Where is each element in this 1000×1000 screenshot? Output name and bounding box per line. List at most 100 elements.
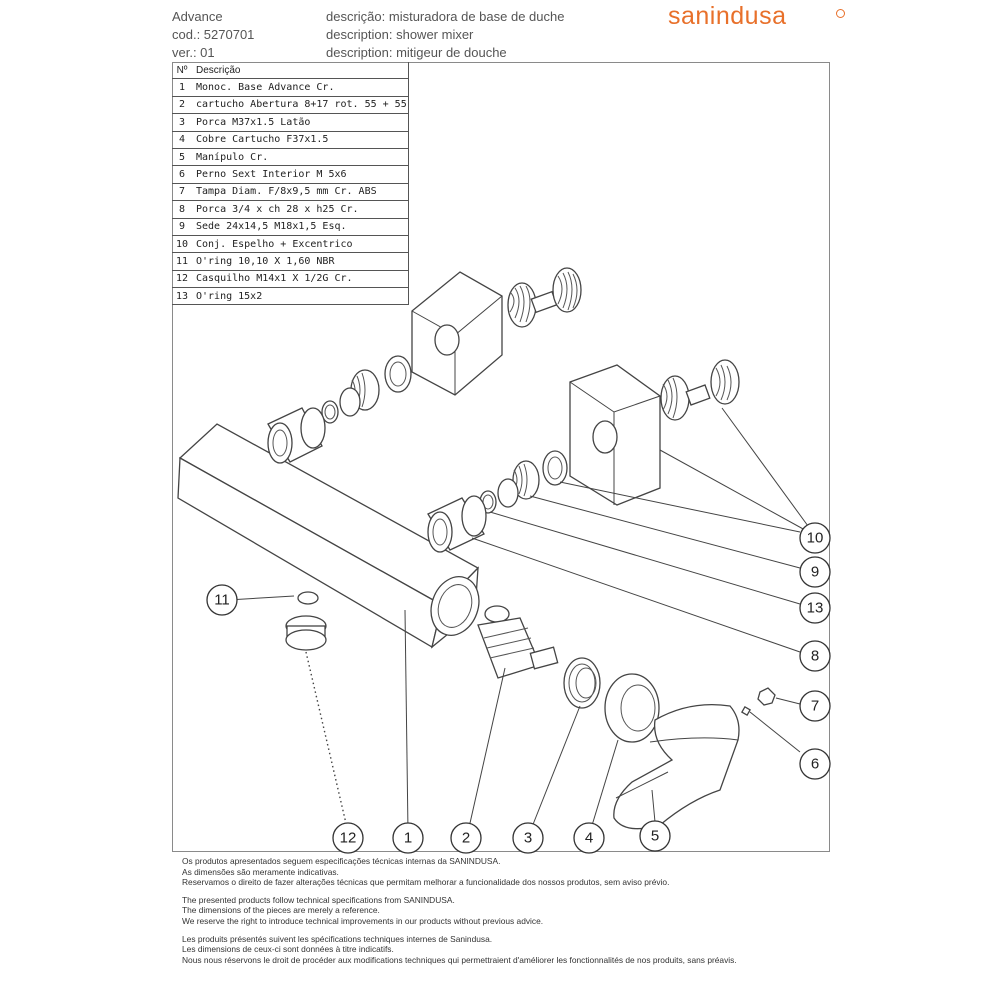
version: ver.: 01 — [172, 45, 215, 60]
part-description: cartucho Abertura 8+17 rot. 55 + 55 — [192, 96, 409, 115]
part-description: O'ring 10,10 X 1,60 NBR — [192, 252, 409, 271]
callout-10: 10 — [799, 522, 831, 554]
svg-text:10: 10 — [807, 530, 824, 547]
description-fr: description: mitigeur de douche — [326, 45, 507, 60]
notes-portuguese: Os produtos apresentados seguem especifi… — [182, 856, 737, 888]
note-line: Nous nous réservons le droit de procéder… — [182, 954, 737, 965]
part-description: Monoc. Base Advance Cr. — [192, 78, 409, 97]
part-number: 7 — [172, 183, 192, 202]
callout-3: 3 — [512, 822, 544, 854]
lower-seat-part — [427, 450, 568, 553]
part-description: Manípulo Cr. — [192, 148, 409, 167]
drawing-frame — [172, 62, 830, 852]
lower-eccentric-part — [660, 359, 740, 421]
part-number: 9 — [172, 218, 192, 236]
brand-logo: sanindusa — [668, 2, 787, 30]
svg-text:2: 2 — [462, 830, 470, 847]
note-line: We reserve the right to introduce techni… — [182, 915, 544, 926]
part-number: 4 — [172, 131, 192, 149]
part-description: Porca M37x1.5 Latão — [192, 113, 409, 132]
part-description: O'ring 15x2 — [192, 287, 409, 306]
part-description: Porca 3/4 x ch 28 x h25 Cr. — [192, 200, 409, 219]
part-number: 1 — [172, 78, 192, 97]
header-left: Advance cod.: 5270701 ver.: 01 — [172, 8, 254, 62]
svg-text:11: 11 — [214, 592, 230, 609]
svg-text:12: 12 — [340, 830, 357, 847]
note-line: Les dimensions de ceux-ci sont données à… — [182, 944, 394, 955]
svg-text:4: 4 — [585, 830, 593, 847]
part-number: 12 — [172, 270, 192, 289]
svg-text:5: 5 — [651, 828, 659, 845]
note-line: Reservamos o direito de fazer alterações… — [182, 877, 670, 888]
upper-escutcheon-part — [411, 271, 503, 396]
part-description: Perno Sext Interior M 5x6 — [192, 165, 409, 184]
notes-french: Les produits présentés suivent les spéci… — [182, 934, 737, 966]
callout-4: 4 — [573, 822, 605, 854]
callout-11: 11 — [206, 584, 238, 616]
notes-english: The presented products follow technical … — [182, 895, 737, 927]
callout-12: 12 — [332, 822, 364, 854]
description-pt: descrição: misturadora de base de duche — [326, 9, 565, 24]
callout-6: 6 — [799, 748, 831, 780]
product-code: cod.: 5270701 — [172, 27, 255, 42]
svg-text:6: 6 — [811, 756, 819, 773]
callout-1: 1 — [392, 822, 424, 854]
part-description: Conj. Espelho + Excentrico — [192, 235, 409, 254]
logo-mark-icon — [836, 9, 845, 18]
header-number: Nº — [172, 62, 192, 80]
part-description: Sede 24x14,5 M18x1,5 Esq. — [192, 218, 409, 236]
cartridge-cover-part — [604, 673, 660, 743]
part-number: 2 — [172, 96, 192, 115]
small-parts — [285, 591, 776, 716]
svg-text:13: 13 — [807, 600, 824, 617]
part-description: Tampa Diam. F/8x9,5 mm Cr. ABS — [192, 183, 409, 202]
svg-text:8: 8 — [811, 648, 819, 665]
mixer-body-part — [177, 423, 480, 649]
svg-text:1: 1 — [404, 830, 412, 847]
description-en: description: shower mixer — [326, 27, 474, 42]
note-line: The dimensions of the pieces are merely … — [182, 905, 380, 916]
callout-2: 2 — [450, 822, 482, 854]
note-line: As dimensões são meramente indicativas. — [182, 866, 339, 877]
cartridge-nut-part — [563, 657, 601, 709]
header-descriptions: descrição: misturadora de base de duche … — [326, 8, 564, 62]
callout-7: 7 — [799, 690, 831, 722]
callout-9: 9 — [799, 556, 831, 588]
part-number: 6 — [172, 165, 192, 184]
note-line: The presented products follow technical … — [182, 894, 455, 905]
leader-lines — [227, 407, 809, 833]
upper-seat-part — [267, 355, 412, 464]
model-name: Advance — [172, 9, 223, 24]
part-number: 3 — [172, 113, 192, 132]
part-description: Cobre Cartucho F37x1.5 — [192, 131, 409, 149]
note-line: Les produits présentés suivent les spéci… — [182, 933, 493, 944]
upper-eccentric-part — [507, 267, 582, 328]
note-line: Os produtos apresentados seguem especifi… — [182, 856, 501, 866]
part-description: Casquilho M14x1 X 1/2G Cr. — [192, 270, 409, 289]
part-number: 5 — [172, 148, 192, 167]
part-number: 8 — [172, 200, 192, 219]
part-number: 13 — [172, 287, 192, 306]
disclaimer-notes: Os produtos apresentados seguem especifi… — [182, 856, 737, 972]
part-number: 11 — [172, 252, 192, 271]
header-description: Descrição — [192, 62, 409, 80]
cartridge-part — [477, 605, 559, 679]
part-number: 10 — [172, 235, 192, 254]
svg-text:7: 7 — [811, 698, 819, 715]
